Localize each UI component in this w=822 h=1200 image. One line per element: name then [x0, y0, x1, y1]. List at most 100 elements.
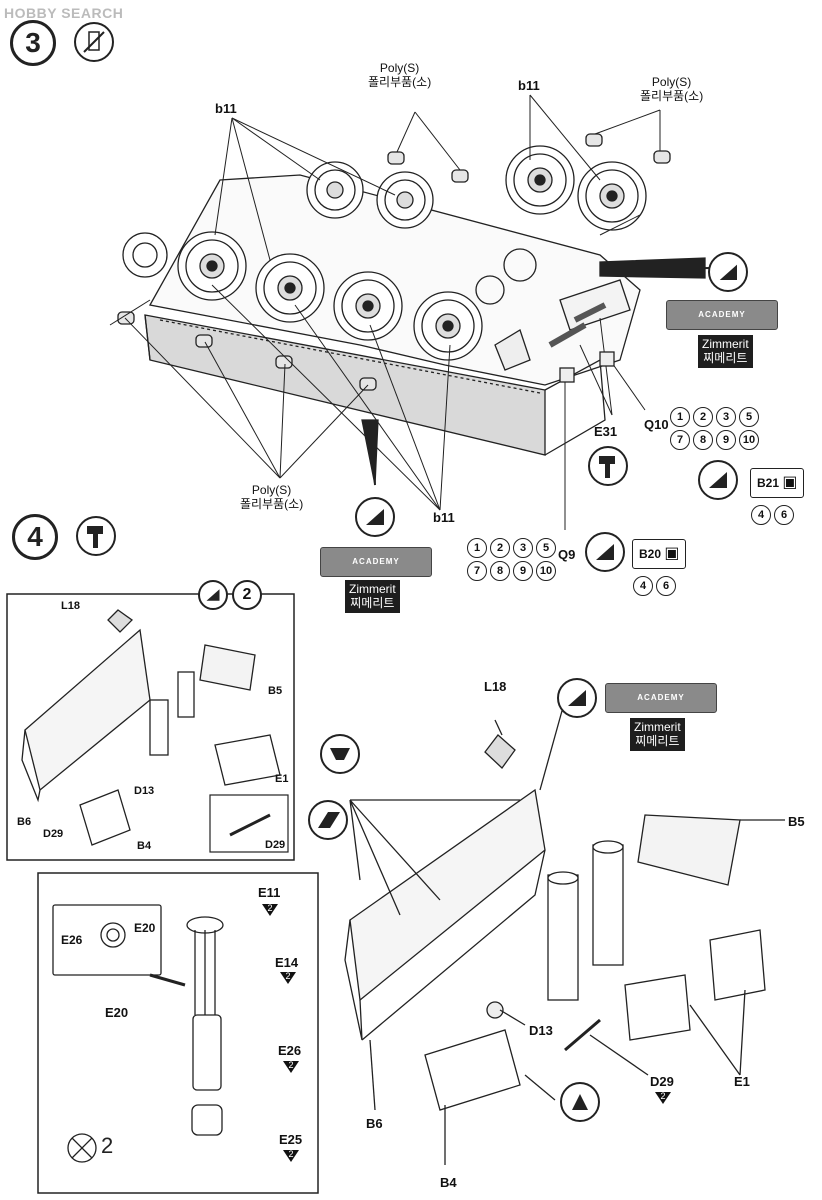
poly-s-text: Poly(S) [251, 483, 292, 497]
num-7: 7 [467, 561, 487, 581]
view-arrow-icon [698, 460, 738, 500]
repeat-count-badge: 2 [232, 580, 262, 610]
label-b6: B6 [366, 1116, 383, 1131]
label-d29: D29 [650, 1074, 674, 1089]
view-arrow-icon [718, 263, 738, 281]
view-arrow-icon [585, 532, 625, 572]
b20-label: B20 [639, 547, 662, 561]
zimmerit-label-1: Zimmerit 찌메리트 [698, 335, 753, 368]
num-2: 2 [490, 538, 510, 558]
repeat-2-marker: 2 [283, 1149, 299, 1162]
repeat-2-marker: 2 [283, 1060, 299, 1073]
num-3: 3 [513, 538, 533, 558]
poly-kr-text: 폴리부품(소) [640, 88, 704, 103]
no-glue-icon [74, 22, 114, 62]
label-l18-small: L18 [61, 600, 80, 612]
label-b4-small: B4 [137, 840, 152, 852]
marker-text: 2 [288, 1149, 294, 1159]
poly-kr-text: 폴리부품(소) [240, 496, 304, 511]
step-number-4: 4 [12, 514, 58, 560]
hammer-icon [599, 456, 615, 478]
zimmerit-tool-plate: ACADEMY [666, 300, 778, 330]
bracket-part-icon: ▣ [782, 474, 798, 491]
repeat-2-marker: 2 [655, 1091, 671, 1104]
cement-bottle-icon [320, 734, 360, 774]
poly-s-text: Poly(S) [651, 75, 692, 89]
view-arrow-icon [366, 509, 384, 525]
b20-number-set: 4 6 [633, 576, 676, 596]
zimmerit-tool-plate: ACADEMY [320, 547, 432, 577]
num-6: 6 [656, 576, 676, 596]
step-number-3: 3 [10, 20, 56, 66]
b21-number-set: 4 6 [751, 505, 794, 525]
hammer-icon [76, 516, 116, 556]
label-b4: B4 [440, 1175, 457, 1190]
num-7: 7 [670, 430, 690, 450]
part-box-b20: B20 ▣ [632, 539, 687, 569]
label-e11: E11 [258, 885, 281, 900]
label-e1: E1 [734, 1074, 750, 1089]
zimmerit-label-3: Zimmerit 찌메리트 [630, 718, 685, 751]
road-wheels-back-row [306, 145, 647, 231]
num-8: 8 [693, 430, 713, 450]
hobby-search-watermark: HOBBY SEARCH [4, 5, 124, 21]
part-box-b21: B21 ▣ [750, 468, 805, 498]
leader-lines-step3 [109, 94, 661, 530]
label-b6-small: B6 [17, 816, 32, 828]
view-arrow-icon [198, 580, 228, 610]
label-b11-top-right: b11 [518, 78, 540, 93]
label-d29-inset: D29 [265, 839, 286, 851]
label-b5: B5 [788, 814, 805, 829]
num-10: 10 [739, 430, 759, 450]
num-6: 6 [774, 505, 794, 525]
marker-text: 2 [288, 1060, 294, 1070]
num-8: 8 [490, 561, 510, 581]
label-e25: E25 [279, 1132, 303, 1147]
num-1: 1 [467, 538, 487, 558]
label-e26: E26 [278, 1043, 302, 1058]
cement-bottle-icon [330, 748, 350, 760]
road-wheels-front-row [177, 231, 483, 361]
label-b11-top-left: b11 [215, 101, 237, 116]
zimmerit-kr: 찌메리트 [635, 734, 680, 749]
view-arrow-icon [708, 252, 748, 292]
num-5: 5 [536, 538, 556, 558]
q9-number-set: 1 2 3 5 7 8 9 10 [467, 538, 557, 581]
marker-text: 2 [285, 971, 291, 981]
poly-s-text: Poly(S) [379, 61, 420, 75]
texture-icon [308, 800, 348, 840]
view-arrow-icon [206, 589, 220, 601]
texture-icon [318, 812, 340, 828]
b21-label: B21 [757, 476, 780, 490]
periscope-assembly-drawing [52, 904, 224, 1163]
label-poly-bottom: Poly(S) 폴리부품(소) [240, 483, 304, 512]
bracket-part-icon: ▣ [664, 545, 680, 562]
hammer-icon [87, 526, 103, 548]
label-d13: D13 [529, 1023, 553, 1038]
label-q9: Q9 [558, 547, 576, 562]
repeat-2-marker: 2 [280, 971, 296, 984]
hammer-icon [588, 446, 628, 486]
q10-number-set: 1 2 3 5 7 8 9 10 [670, 407, 760, 450]
label-e26-inset: E26 [61, 933, 83, 947]
view-arrow-icon [709, 472, 727, 488]
label-e31: E31 [594, 424, 618, 439]
make-two-count: 2 [101, 1133, 114, 1158]
repeat-2-marker: 2 [262, 903, 278, 916]
zimmerit-en: Zimmerit [634, 720, 681, 734]
zimmerit-en: Zimmerit [349, 582, 396, 596]
num-9: 9 [716, 430, 736, 450]
label-b11-bottom: b11 [433, 510, 455, 525]
marker-text: 2 [660, 1091, 666, 1101]
num-5: 5 [739, 407, 759, 427]
label-poly-top-left: Poly(S) 폴리부품(소) [368, 61, 431, 90]
rear-plate-small-drawing [21, 609, 289, 853]
rear-plate-main-drawing [344, 699, 785, 1165]
cement-bottle-icon [560, 1082, 600, 1122]
label-e14: E14 [275, 955, 299, 970]
num-2: 2 [693, 407, 713, 427]
zimmerit-kr: 찌메리트 [350, 596, 395, 611]
view-arrow-icon [568, 690, 586, 706]
